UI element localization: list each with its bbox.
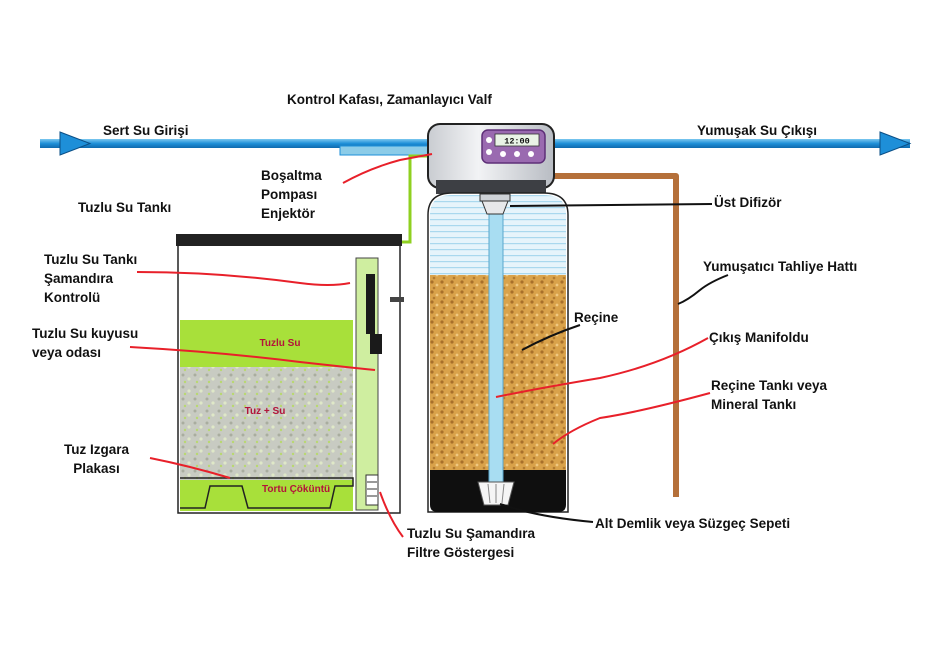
upper-diffuser [479, 193, 511, 215]
leader-resin-tank [552, 392, 711, 445]
inlet-pipe [40, 131, 435, 156]
leader-outlet-manifold [495, 337, 709, 398]
leader-salt-grid [149, 457, 231, 479]
zone-salt-water: Tuz + Su [245, 406, 286, 417]
label-salt-grid: Tuz Izgara Plakası [64, 442, 130, 476]
riser-tube [488, 204, 504, 488]
leader-drain-line [677, 274, 729, 305]
label-resin-tank: Reçine Tankı veya Mineral Tankı [711, 378, 828, 412]
leader-resin [521, 324, 581, 351]
label-outlet-manifold: Çıkış Manifoldu [709, 330, 809, 345]
leader-float-control [136, 271, 351, 286]
label-brine-tank: Tuzlu Su Tankı [78, 200, 172, 215]
timer-display: 12:00 [504, 137, 530, 147]
label-float-filter: Tuzlu Su Şamandıra Filtre Göstergesi [407, 526, 536, 560]
leader-bottom-strainer [499, 503, 594, 523]
leader-float-filter [379, 491, 404, 538]
outlet-pipe [553, 131, 912, 156]
label-resin: Reçine [574, 310, 619, 325]
brine-tank [176, 234, 404, 514]
label-soft-water-out: Yumuşak Su Çıkışı [697, 123, 818, 138]
leader-brine-line [342, 153, 433, 184]
label-hard-water-in: Sert Su Girişi [103, 123, 189, 138]
label-bottom-strainer: Alt Demlik veya Süzgeç Sepeti [595, 516, 791, 531]
label-brine-well: Tuzlu Su kuyusu veya odası [32, 326, 139, 360]
bottom-strainer [477, 481, 515, 506]
leader-upper-diffuser [509, 203, 713, 207]
zone-brine: Tuzlu Su [260, 338, 301, 349]
zone-sediment: Tortu Çöküntü [262, 484, 331, 495]
label-drain-pump-injector: Boşaltma Pompası Enjektör [261, 168, 322, 221]
label-drain-line: Yumuşatıcı Tahliye Hattı [703, 259, 858, 274]
leader-brine-well [129, 346, 376, 371]
label-upper-diffuser: Üst Difizör [714, 195, 782, 210]
label-control-head: Kontrol Kafası, Zamanlayıcı Valf [287, 92, 492, 107]
control-head [427, 123, 555, 194]
drain-line [553, 173, 679, 497]
leader-lines [129, 153, 729, 538]
salt-grid-plate [180, 477, 354, 509]
label-float-control: Tuzlu Su Tankı Şamandıra Kontrolü [44, 252, 138, 305]
bypass-pipe [339, 145, 436, 156]
